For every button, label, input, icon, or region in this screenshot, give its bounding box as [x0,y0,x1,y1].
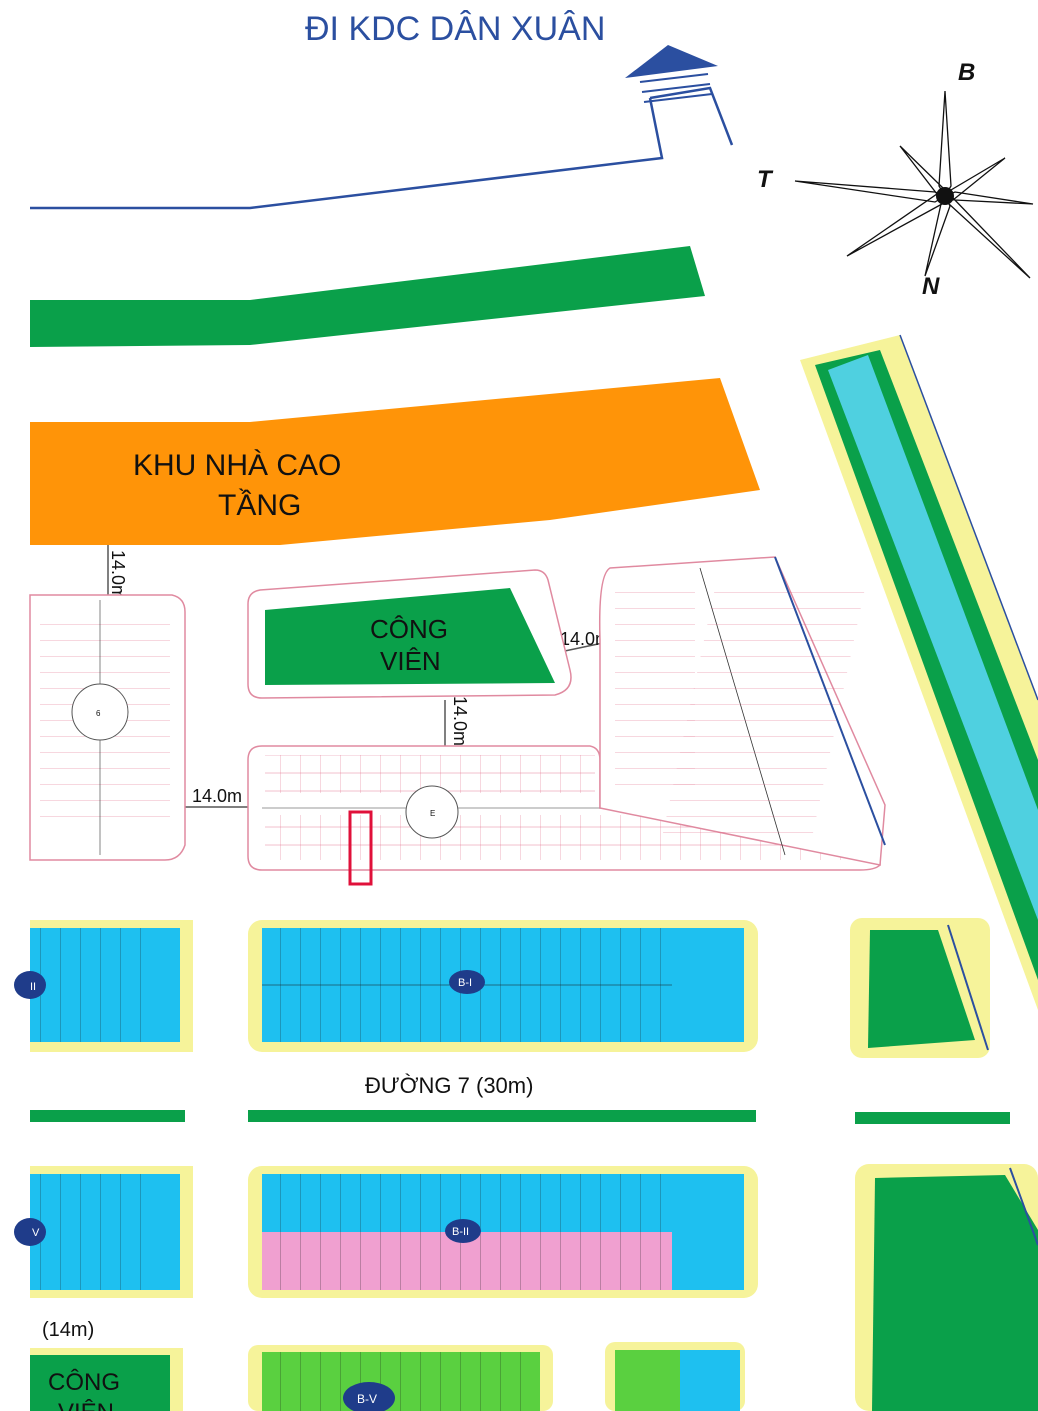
park-label-1: CÔNG [370,614,448,644]
compass-south-label: N [922,273,940,300]
green-block-east-lower [855,1164,1038,1411]
block-west-lower: V [14,1166,193,1298]
median-west [30,1110,185,1122]
svg-text:E: E [430,809,435,818]
compass-rose-icon [794,90,1034,279]
block-b-v: B-V [248,1345,553,1411]
direction-label: ĐI KDC DÂN XUÂN [305,10,605,48]
block-b-i-label: B-I [458,977,472,989]
park-green [265,588,555,685]
road-width-horizontal-2: 14.0m [560,629,610,649]
roundabout-west [71,683,129,741]
green-block-east [850,918,990,1058]
park-south-label-1: CÔNG [48,1368,120,1396]
block-west-upper: II [14,920,193,1052]
lot-block-diagonal [598,556,886,866]
compass-west-label: T [757,166,774,193]
direction-arrow-icon [625,45,718,78]
park-label-2: VIÊN [380,646,441,676]
block-south-east [605,1342,745,1411]
block-b-ii-label: B-II [452,1226,469,1238]
compass-north-label: B [958,59,975,86]
road-14-label: (14m) [42,1319,94,1341]
block-b-ii: B-II [248,1166,758,1298]
median-east [855,1112,1010,1124]
road-width-horizontal-1: 14.0m [192,786,242,806]
block-west-lower-label: V [32,1227,40,1239]
roundabout-center [405,785,459,839]
high-rise-label-1: KHU NHÀ CAO [133,449,341,482]
high-rise-zone [30,378,760,545]
road-width-vertical-2: 14.0m [450,696,470,746]
road-width-vertical-1: 14.0m [108,550,128,600]
block-west-upper-label: II [30,981,36,993]
block-b-i: B-I [248,920,758,1052]
lot-block-west: 6 [29,594,186,861]
svg-text:6: 6 [96,709,101,718]
park-block-south: CÔNG VIÊN [30,1348,183,1411]
river-corridor [800,334,1038,1010]
access-road [30,45,734,210]
park-south-label-2: VIÊN [58,1399,114,1411]
green-belt [30,246,705,347]
median-center [248,1110,756,1122]
highlighted-lot[interactable] [348,810,373,886]
road-7-label: ĐƯỜNG 7 (30m) [365,1073,533,1098]
block-b-v-label: B-V [357,1392,377,1406]
high-rise-label-2: TẦNG [218,488,301,522]
